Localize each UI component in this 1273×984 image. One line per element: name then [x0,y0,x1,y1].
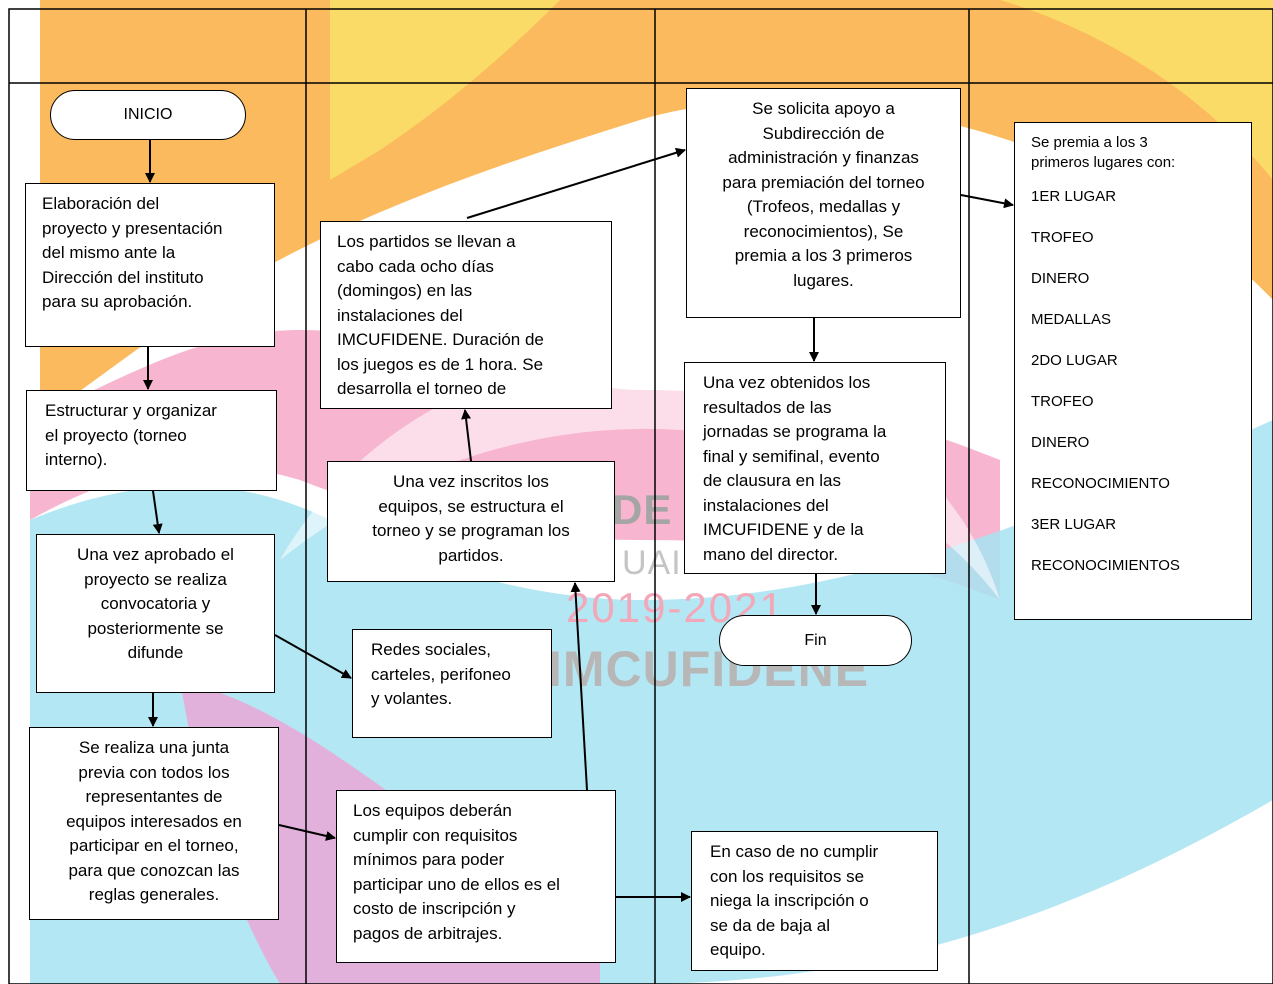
watermark-title: DE [612,486,673,533]
prize-item: RECONOCIMIENTO [1031,475,1170,492]
prize-item: DINERO [1031,434,1090,451]
watermark-subtitle: UAI [622,544,682,582]
start-terminal: INICIO [50,90,246,140]
prize-item: 1ER LUGAR [1031,188,1117,205]
prize-item: DINERO [1031,270,1090,287]
prize-item: MEDALLAS [1031,311,1112,328]
step-inscritos: Una vez inscritos los equipos, se estruc… [327,461,615,582]
step-junta: Se realiza una junta previa con todos lo… [29,727,279,920]
prize-item: 3ER LUGAR [1031,516,1117,533]
yellow-right-band [1000,0,1273,180]
start-label: INICIO [123,106,173,123]
step-apoyo: Se solicita apoyo a Subdirección de admi… [686,88,961,318]
prize-item: TROFEO [1031,393,1094,410]
step-requisitos: Los equipos deberán cumplir con requisit… [336,790,616,963]
swimlane-border [8,8,1273,984]
prize-list-heading: Se premia a los 3 primeros lugares con: [1031,134,1176,171]
step-resultados: Una vez obtenidos los resultados de las … [684,362,946,574]
prize-item: RECONOCIMIENTOS [1031,557,1180,574]
step-redes: Redes sociales, carteles, perifoneo y vo… [352,629,552,738]
prize-item: 2DO LUGAR [1031,352,1118,369]
prize-list: Se premia a los 3 primeros lugares con: … [1014,122,1252,620]
step-elaboracion: Elaboración del proyecto y presentación … [25,183,275,347]
step-no-cumplir: En caso de no cumplir con los requisitos… [691,831,938,971]
end-label: Fin [804,631,827,649]
prize-item: TROFEO [1031,229,1094,246]
step-convocatoria: Una vez aprobado el proyecto se realiza … [36,534,275,693]
end-terminal: Fin [719,615,912,666]
yellow-band [330,0,560,180]
step-estructurar: Estructurar y organizar el proyecto (tor… [26,390,277,491]
step-partidos: Los partidos se llevan a cabo cada ocho … [320,221,612,409]
